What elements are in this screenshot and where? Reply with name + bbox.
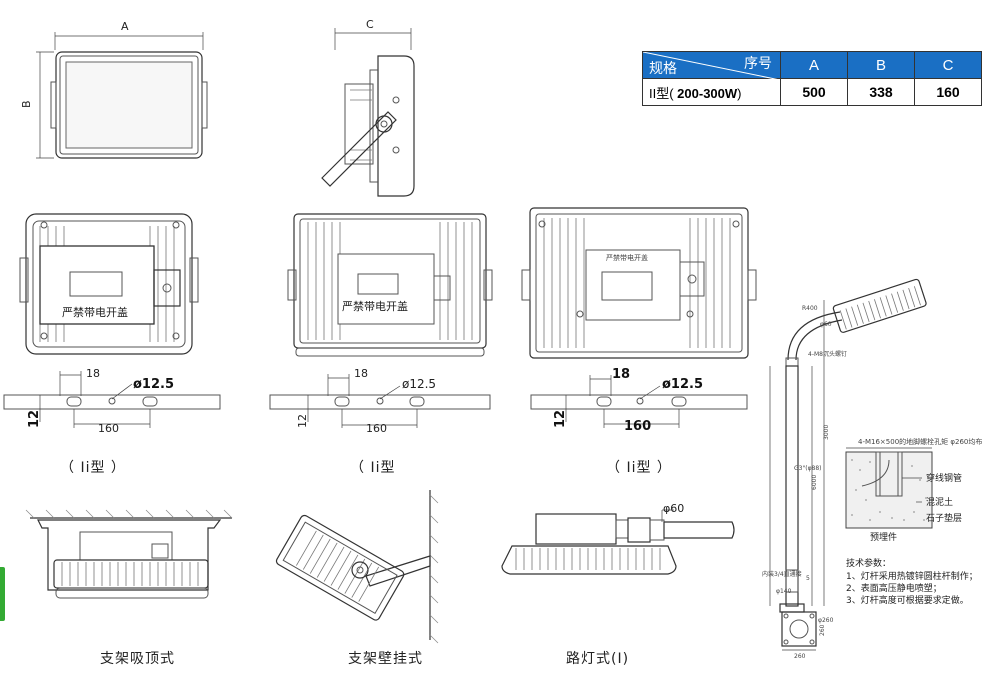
concrete-label: 混泥土	[926, 496, 953, 508]
tech-notes: 技术参数： 1、灯杆采用热镀锌圆柱杆制作； 2、表面高压静电喷塑； 3、灯杆高度…	[846, 557, 978, 606]
cover-warning-label-1: 严禁带电开盖	[62, 305, 128, 319]
spec-model-suffix: )	[737, 85, 742, 101]
rail-3-dim-12: 12	[553, 410, 568, 428]
back-view-1: 严禁带电开盖	[19, 213, 199, 355]
spec-header-spec: 规格	[649, 60, 677, 76]
rail-3-dim-18: 18	[612, 367, 630, 382]
cover-warning-label-3: 严禁带电开盖	[606, 253, 648, 262]
side-view-outline: C	[321, 18, 415, 197]
side-scroll-tab[interactable]	[0, 567, 5, 621]
spec-val-b: 338	[847, 78, 915, 106]
conduit-label: 穿线钢管	[926, 472, 962, 484]
pole-label-260b: 260	[819, 624, 826, 636]
gravel-label: 石子垫层	[926, 512, 962, 524]
rail-3: 18 ø12.5 160 12	[530, 367, 748, 434]
mount-caption-wall: 支架壁挂式	[348, 651, 423, 667]
rail-2-dim-12: 12	[296, 414, 309, 428]
tech-note-1: 1、灯杆采用热镀锌圆柱杆制作；	[846, 570, 978, 582]
type-caption-3: （ Ii型 ）	[606, 460, 672, 476]
spec-header-seq: 序号	[744, 55, 772, 71]
pole-label-5: 5	[806, 575, 810, 582]
rail-1: 18 ø12.5 160 12	[3, 367, 221, 435]
spec-col-c: C	[914, 51, 982, 79]
spec-table-row: II型( 200-300W) 500 338 160	[642, 78, 982, 106]
dim-letter-a: A	[121, 20, 129, 33]
pole-label-phi60: φ60	[820, 321, 832, 328]
rail-2-dim-hole: ø12.5	[402, 377, 436, 391]
spec-table-corner-cell: 序号 规格	[642, 51, 781, 80]
pole-label-260a: 260	[794, 653, 806, 660]
pole-label-phi260: φ260	[818, 617, 834, 624]
street-light-mount-drawing: φ60	[501, 502, 735, 575]
spec-model-cell: II型( 200-300W)	[642, 78, 781, 106]
tech-note-3: 3、灯杆高度可根据要求定做。	[846, 594, 969, 606]
embedded-part-label: 预埋件	[870, 531, 897, 543]
spec-model-prefix: II型(	[649, 85, 674, 101]
type-caption-2: （ Ii型	[350, 460, 395, 476]
rail-1-dim-160: 160	[98, 422, 119, 435]
pole-label-phi140: φ140	[776, 588, 792, 595]
pole-label-3000: 3000	[823, 425, 830, 440]
rail-2-dim-18: 18	[354, 367, 368, 380]
spec-val-a: 500	[780, 78, 848, 106]
spec-model-power: 200-300W	[673, 85, 738, 101]
rail-1-dim-12: 12	[27, 410, 42, 428]
wall-mount-drawing	[275, 490, 439, 644]
dim-letter-c: C	[366, 18, 374, 31]
ceiling-mount-drawing	[25, 509, 233, 599]
street-pole-drawing: φ60 R400 4-M8沉头螺钉 G3"(φ88) 6000 3000 5 内…	[762, 278, 927, 660]
spec-col-a: A	[780, 51, 848, 79]
rail-2: 18 ø12.5 160 12	[269, 367, 491, 435]
pipe-diameter-label: φ60	[663, 502, 684, 515]
pole-label-g3: G3"(φ88)	[794, 465, 822, 472]
spec-col-b: B	[847, 51, 915, 79]
spec-table: 序号 规格 A B C II型( 200-300W) 500 338 160	[642, 51, 982, 106]
mount-caption-ceiling: 支架吸顶式	[100, 651, 175, 667]
dim-letter-b: B	[20, 100, 33, 108]
pole-label-inner: 内装3/4直通接	[762, 570, 802, 578]
tech-notes-title: 技术参数：	[846, 557, 891, 569]
rail-3-dim-hole: ø12.5	[662, 377, 703, 392]
spec-val-c: 160	[914, 78, 982, 106]
pole-label-r400: R400	[802, 305, 818, 312]
tech-note-2: 2、表面高压静电喷塑；	[846, 582, 942, 594]
mount-caption-street: 路灯式(I)	[566, 651, 629, 667]
spec-table-header-row: 序号 规格 A B C	[642, 51, 982, 80]
front-view-outline: A B	[20, 20, 208, 159]
back-view-2: 严禁带电开盖	[287, 213, 493, 357]
rail-1-dim-18: 18	[86, 367, 100, 380]
foundation-drawing: 4-M16×500的地脚螺栓孔矩 φ260均布 穿线钢管 混泥土 石子垫层 预埋…	[845, 437, 982, 543]
cover-warning-label-2: 严禁带电开盖	[342, 299, 408, 313]
back-view-3: 严禁带电开盖	[521, 207, 757, 359]
rail-3-dim-160: 160	[624, 419, 651, 434]
pole-label-m8: 4-M8沉头螺钉	[808, 350, 847, 358]
anchor-bolt-note: 4-M16×500的地脚螺栓孔矩 φ260均布	[858, 437, 982, 446]
rail-1-dim-hole: ø12.5	[133, 377, 174, 392]
type-caption-1: （ Ii型 ）	[60, 460, 126, 476]
rail-2-dim-160: 160	[366, 422, 387, 435]
pole-label-6000: 6000	[811, 475, 818, 490]
